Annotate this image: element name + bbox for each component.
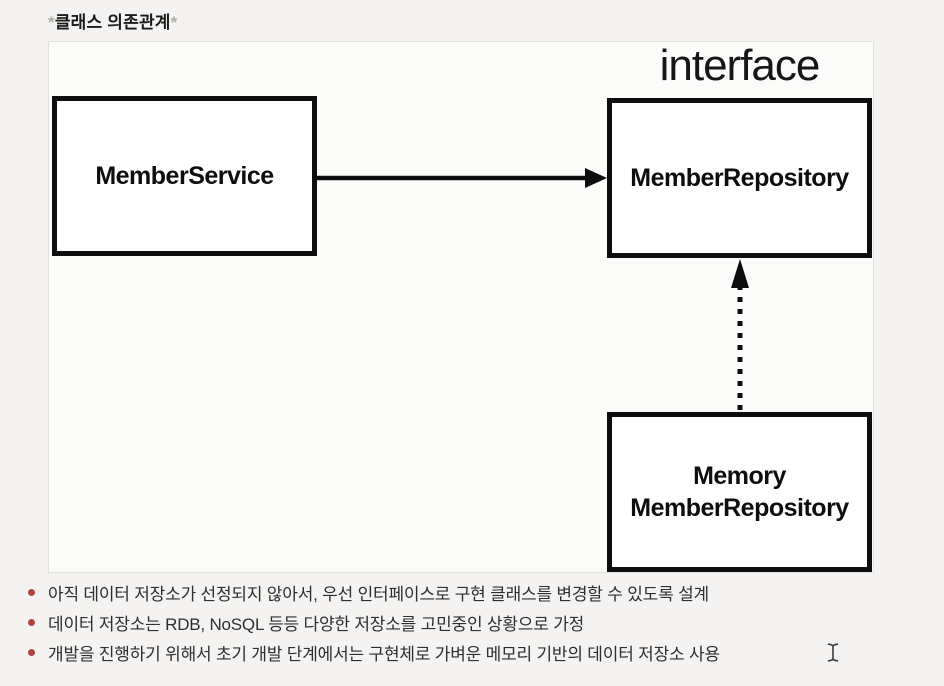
memory-repository-label-line2: MemberRepository [630,494,849,522]
member-repository-box: MemberRepository [607,98,872,258]
bullet-dot-icon [28,649,35,656]
memory-member-repository-box: Memory MemberRepository [607,412,872,572]
list-item: 데이터 저장소는 RDB, NoSQL 등등 다양한 저장소를 고민중인 상황으… [28,607,923,637]
list-item: 개발을 진행하기 위해서 초기 개발 단계에서는 구현체로 가벼운 메모리 기반… [28,637,923,667]
bullet-list: 아직 데이터 저장소가 선정되지 않아서, 우선 인터페이스로 구현 클래스를 … [28,577,923,667]
bullet-text: 아직 데이터 저장소가 선정되지 않아서, 우선 인터페이스로 구현 클래스를 … [48,584,709,604]
title-text: 클래스 의존관계 [54,13,171,32]
bullet-dot-icon [28,619,35,626]
list-item: 아직 데이터 저장소가 선정되지 않아서, 우선 인터페이스로 구현 클래스를 … [28,577,923,607]
bullet-text: 개발을 진행하기 위해서 초기 개발 단계에서는 구현체로 가벼운 메모리 기반… [48,644,720,664]
text-cursor-icon [827,643,839,662]
member-service-box: MemberService [52,96,317,256]
bullet-dot-icon [28,589,35,596]
member-repository-label: MemberRepository [630,163,849,192]
title-asterisk-right: * [170,13,178,32]
page-title: *클래스 의존관계* [48,8,177,33]
title-asterisk-left: * [48,13,55,32]
interface-label: interface [659,41,821,90]
bullet-text: 데이터 저장소는 RDB, NoSQL 등등 다양한 저장소를 고민중인 상황으… [48,614,585,634]
memory-repository-label-line1: Memory [693,461,786,490]
member-service-label: MemberService [95,161,274,190]
